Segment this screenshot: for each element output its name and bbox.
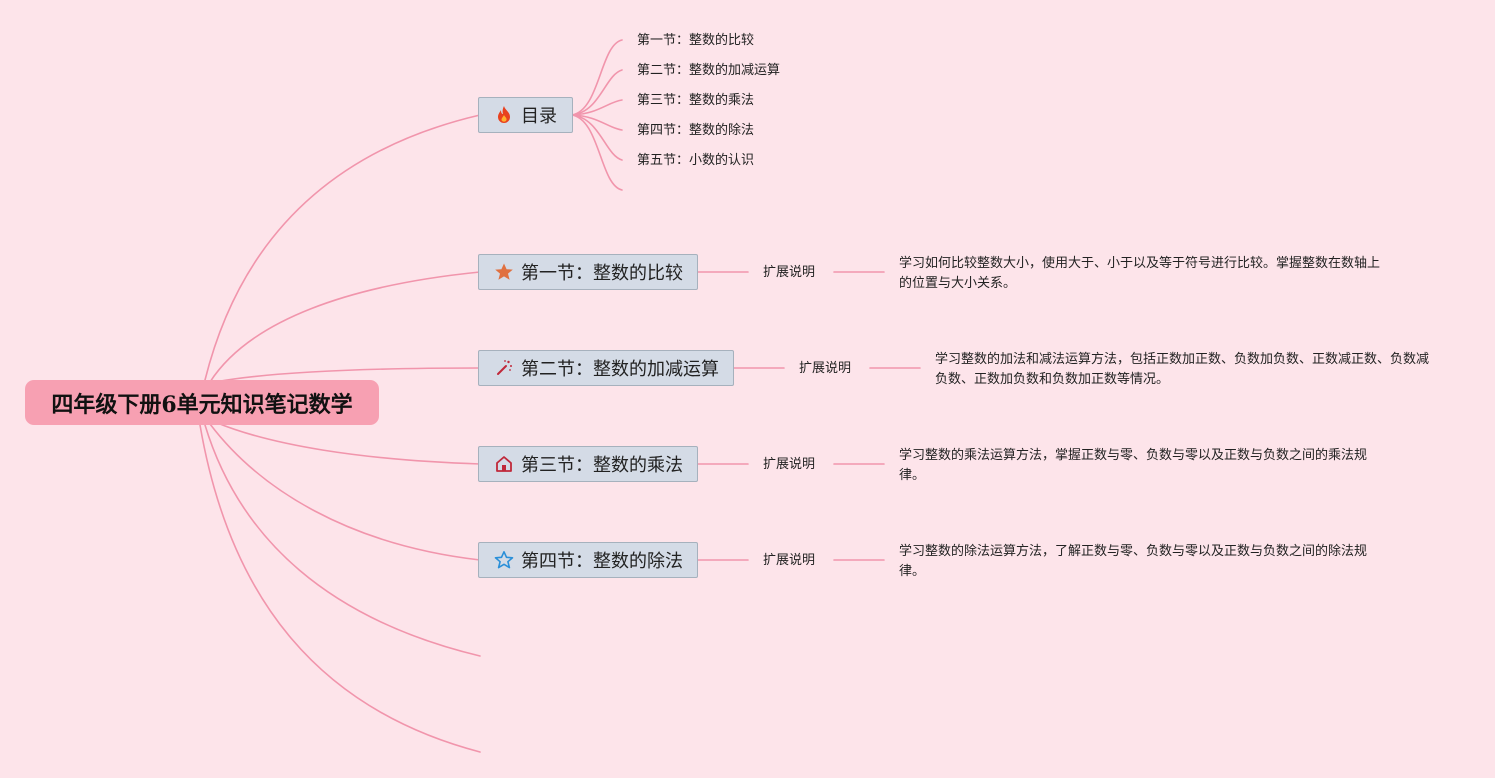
branch-curve-section-4 bbox=[209, 423, 481, 561]
ext-label-4[interactable]: 扩展说明 bbox=[763, 553, 816, 568]
root-title: 四年级下册6单元知识笔记数学 bbox=[51, 391, 353, 418]
toc-item-4[interactable]: 第四节：整数的除法 bbox=[637, 123, 755, 138]
branch-curve-empty-1 bbox=[204, 424, 481, 657]
ext-label-2[interactable]: 扩展说明 bbox=[799, 361, 852, 376]
branch-curve-empty-2 bbox=[199, 424, 481, 753]
toc-branch-6 bbox=[571, 114, 623, 191]
star-outline-icon bbox=[493, 549, 515, 571]
branch-curve-section-3 bbox=[214, 421, 481, 465]
section-desc-3[interactable]: 学习整数的乘法运算方法，掌握正数与零、负数与零以及正数与负数之间的乘法规律。 bbox=[899, 448, 1368, 483]
toc-branch-1 bbox=[571, 39, 623, 116]
toc-branch-5 bbox=[571, 114, 623, 161]
toc-item-5[interactable]: 第五节：小数的认识 bbox=[637, 153, 755, 168]
branch-curve-section-2 bbox=[214, 367, 481, 383]
branch-curve-section-1 bbox=[209, 271, 481, 383]
section-label-4: 第四节：整数的除法 bbox=[521, 551, 683, 572]
star-filled-icon bbox=[493, 261, 515, 283]
section-label-2: 第二节：整数的加减运算 bbox=[521, 359, 719, 380]
section-label-3: 第三节：整数的乘法 bbox=[521, 455, 683, 476]
ext-label-3[interactable]: 扩展说明 bbox=[763, 457, 816, 472]
toc-item-3[interactable]: 第三节：整数的乘法 bbox=[637, 93, 755, 108]
root-topic[interactable]: 四年级下册6单元知识笔记数学 bbox=[25, 380, 379, 425]
toc-item-1[interactable]: 第一节：整数的比较 bbox=[637, 33, 755, 48]
section-desc-4[interactable]: 学习整数的除法运算方法，了解正数与零、负数与零以及正数与负数之间的除法规律。 bbox=[899, 544, 1368, 579]
house-icon bbox=[493, 453, 515, 475]
section-desc-1[interactable]: 学习如何比较整数大小，使用大于、小于以及等于符号进行比较。掌握整数在数轴上的位置… bbox=[899, 256, 1381, 291]
toc-item-2[interactable]: 第二节：整数的加减运算 bbox=[637, 63, 781, 78]
section-desc-2[interactable]: 学习整数的加法和减法运算方法，包括正数加正数、负数加负数、正数减正数、负数减负数… bbox=[935, 352, 1430, 387]
toc-branch-3 bbox=[571, 99, 623, 116]
section-node-1[interactable]: 第一节：整数的比较 bbox=[478, 254, 698, 290]
branch-curve-toc bbox=[204, 114, 481, 381]
toc-node[interactable]: 目录 bbox=[478, 97, 573, 133]
fire-icon bbox=[493, 104, 515, 126]
toc-label: 目录 bbox=[521, 106, 557, 127]
section-node-4[interactable]: 第四节：整数的除法 bbox=[478, 542, 698, 578]
section-label-1: 第一节：整数的比较 bbox=[521, 263, 683, 284]
magic-wand-icon bbox=[493, 357, 515, 379]
section-node-3[interactable]: 第三节：整数的乘法 bbox=[478, 446, 698, 482]
ext-label-1[interactable]: 扩展说明 bbox=[763, 265, 816, 280]
toc-branch-2 bbox=[571, 69, 623, 116]
section-node-2[interactable]: 第二节：整数的加减运算 bbox=[478, 350, 734, 386]
